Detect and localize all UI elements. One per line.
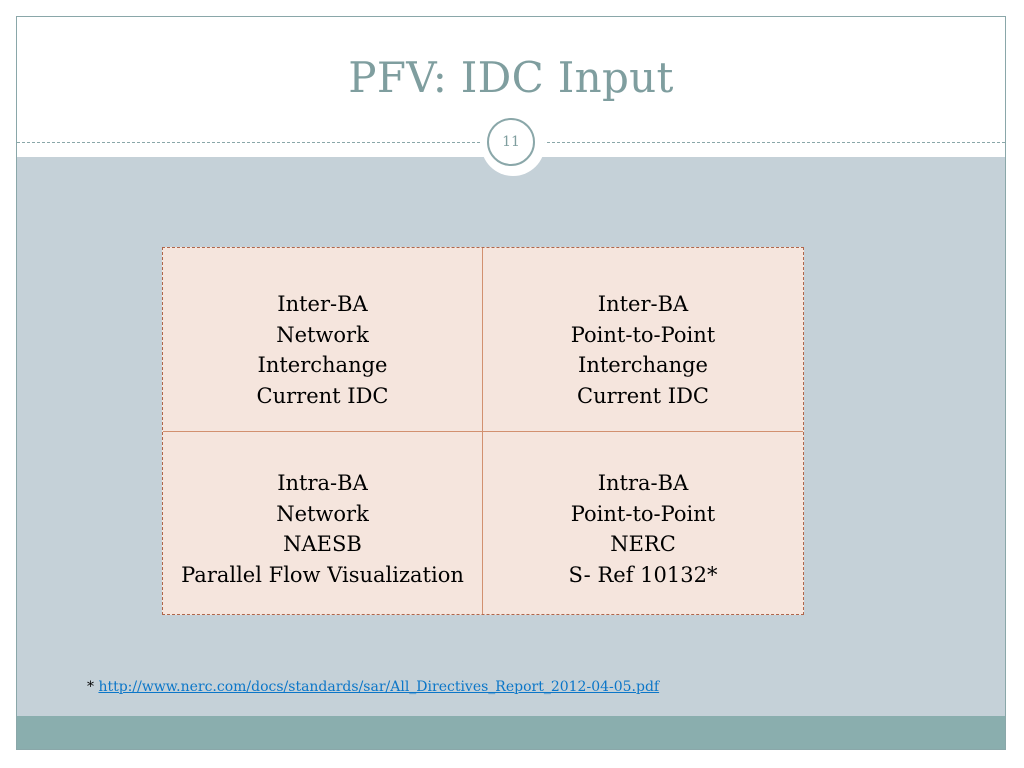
cell-line: Network (276, 322, 369, 347)
grid-cell-intra-ba-point-to-point: Intra-BA Point-to-Point NERC S- Ref 1013… (483, 432, 803, 614)
cell-line: Intra-BA (597, 471, 689, 495)
cell-line: Intra-BA (277, 471, 368, 495)
cell-line: S- Ref 10132* (568, 562, 718, 587)
footnote-link[interactable]: http://www.nerc.com/docs/standards/sar/A… (98, 679, 660, 695)
footer-bar (17, 716, 1005, 749)
cell-line: Current IDC (256, 383, 389, 408)
grid-cell-inter-ba-network: Inter-BA Network Interchange Current IDC (163, 248, 483, 432)
quadrant-grid: Inter-BA Network Interchange Current IDC… (162, 247, 804, 615)
cell-line: Interchange (578, 353, 708, 377)
cell-line: NAESB (283, 532, 362, 556)
cell-line: Point-to-Point (570, 322, 716, 347)
cell-line: Network (276, 501, 369, 526)
cell-line: Current IDC (577, 383, 709, 408)
cell-line: Inter-BA (277, 292, 368, 316)
page-number: 11 (487, 118, 535, 166)
cell-line: Interchange (257, 353, 388, 377)
slide-title: PFV: IDC Input (348, 53, 674, 102)
cell-line: Parallel Flow Visualization (181, 562, 464, 587)
page-number-badge: 11 (481, 112, 545, 176)
cell-line: Point-to-Point (570, 501, 716, 526)
footnote-marker: * (87, 679, 94, 695)
cell-line: Inter-BA (597, 292, 689, 316)
slide: PFV: IDC Input 11 Inter-BA Network Inter… (16, 16, 1006, 750)
grid-cell-intra-ba-network: Intra-BA Network NAESB Parallel Flow Vis… (163, 432, 483, 614)
cell-line: NERC (610, 532, 676, 556)
grid-cell-inter-ba-point-to-point: Inter-BA Point-to-Point Interchange Curr… (483, 248, 803, 432)
footnote: * http://www.nerc.com/docs/standards/sar… (87, 679, 659, 695)
